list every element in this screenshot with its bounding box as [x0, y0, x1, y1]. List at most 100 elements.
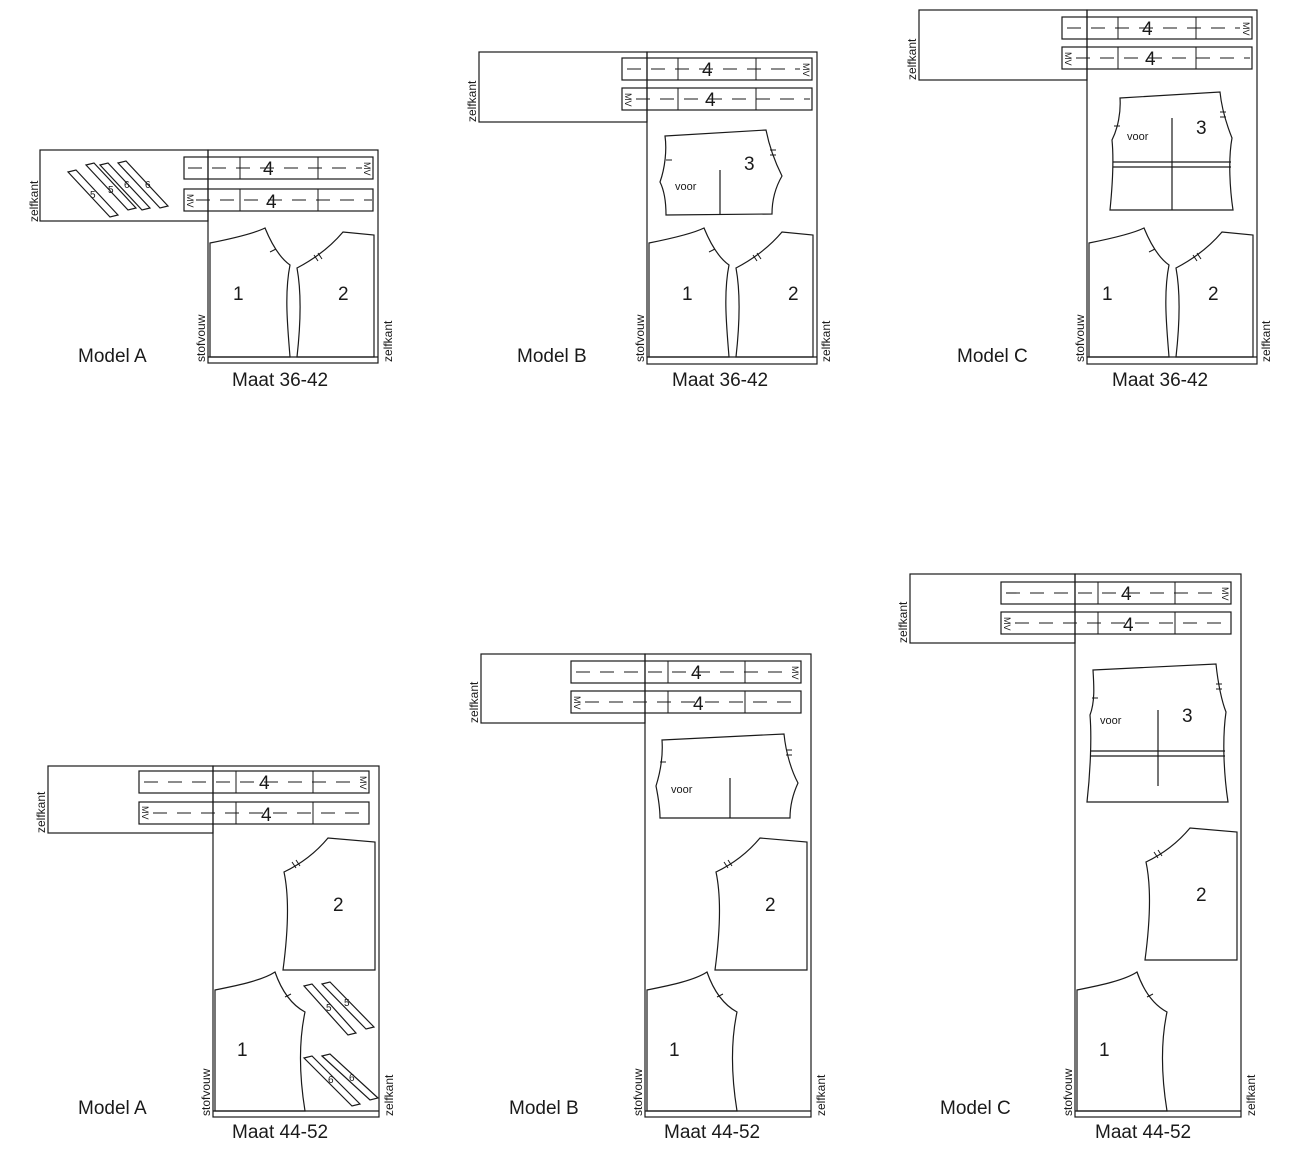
size-label: Maat 36-42 [672, 370, 768, 391]
pattern-piece-2 [296, 231, 375, 358]
fold-label: stofvouw [194, 314, 208, 362]
svg-text:6: 6 [124, 180, 130, 191]
front-label: voor [675, 181, 697, 193]
fabric-extension [478, 51, 648, 123]
fabric-extension [480, 653, 646, 724]
piece-number: 4 [1142, 19, 1153, 40]
waistband-strip [1061, 46, 1253, 70]
piece-number: 2 [765, 895, 776, 916]
piece-number: 4 [1145, 49, 1156, 70]
svg-text:5: 5 [326, 1003, 332, 1014]
piece-number: 2 [333, 895, 344, 916]
fabric-outline [1086, 9, 1258, 365]
waistband-strip [183, 156, 374, 180]
front-label: voor [1127, 131, 1149, 143]
pattern-piece-3 [1109, 91, 1234, 211]
piece-number: 4 [1121, 584, 1132, 605]
size-label: Maat 36-42 [1112, 370, 1208, 391]
layout-model-a-36-42: 4 MV 4 MV 5 5 6 6 1 2 zelfkant stofvouw … [27, 149, 395, 391]
svg-text:5: 5 [90, 190, 96, 201]
svg-text:5: 5 [344, 998, 350, 1009]
piece-number: 4 [263, 159, 274, 180]
fold-label: stofvouw [1061, 1068, 1075, 1116]
mv-mark: MV [572, 696, 582, 710]
fold-label: stofvouw [633, 314, 647, 362]
layout-model-c-36-42: 4 MV 4 MV voor 3 1 2 zelfkant stofvouw z… [905, 9, 1273, 391]
pattern-piece-1 [209, 227, 291, 358]
waistband-strip [138, 801, 370, 825]
model-label: Model A [78, 346, 147, 367]
selvage-label: zelfkant [1244, 1074, 1258, 1116]
mv-mark: MV [1002, 617, 1012, 631]
mv-mark: MV [362, 162, 372, 176]
piece-number: 1 [682, 284, 693, 305]
piece-number: 2 [1208, 284, 1219, 305]
waistband-strip [1000, 581, 1232, 605]
mv-mark: MV [358, 776, 368, 790]
pattern-piece-1 [1076, 971, 1168, 1112]
fabric-outline [212, 765, 380, 1118]
piece-number: 2 [788, 284, 799, 305]
piece-number: 1 [669, 1040, 680, 1061]
fabric-outline [207, 149, 379, 364]
svg-text:6: 6 [349, 1073, 355, 1084]
piece-number: 4 [261, 805, 272, 826]
waistband-strip [1061, 16, 1253, 40]
pattern-piece-3 [659, 129, 783, 216]
layout-model-b-36-42: 4 MV 4 MV voor 3 1 2 zelfkant stofvouw z… [465, 51, 833, 391]
piece-number: 1 [233, 284, 244, 305]
mv-mark: MV [1241, 22, 1251, 36]
selvage-label: zelfkant [27, 180, 41, 222]
pattern-piece-2 [1144, 827, 1238, 961]
mv-mark: MV [140, 806, 150, 820]
svg-text:6: 6 [328, 1075, 334, 1086]
pattern-piece-3 [655, 733, 799, 819]
waistband-strip [570, 660, 802, 684]
front-label: voor [1100, 715, 1122, 727]
waistband-strip [621, 87, 813, 111]
selvage-label: zelfkant [382, 1074, 396, 1116]
piece-number: 2 [1196, 885, 1207, 906]
piece-number: 1 [1099, 1040, 1110, 1061]
selvage-label: zelfkant [814, 1074, 828, 1116]
mv-mark: MV [790, 666, 800, 680]
svg-text:6: 6 [145, 180, 151, 191]
mv-mark: MV [1220, 587, 1230, 601]
fold-label: stofvouw [1073, 314, 1087, 362]
selvage-label: zelfkant [381, 320, 395, 362]
piece-number: 3 [744, 154, 755, 175]
fabric-outline [644, 653, 812, 1118]
model-label: Model C [957, 346, 1028, 367]
piece-number: 2 [338, 284, 349, 305]
pattern-piece-3 [1086, 663, 1229, 803]
bias-strips: 5 5 6 6 [302, 981, 380, 1107]
waistband-strip [183, 188, 374, 212]
mv-mark: MV [623, 93, 633, 107]
size-label: Maat 36-42 [232, 370, 328, 391]
fabric-extension [39, 149, 209, 222]
waistband-strip [1000, 611, 1232, 635]
piece-number: 4 [266, 192, 277, 213]
fabric-outline [1074, 573, 1242, 1118]
piece-number: 4 [691, 663, 702, 684]
size-label: Maat 44-52 [664, 1122, 760, 1143]
mv-mark: MV [801, 63, 811, 77]
selvage-label: zelfkant [465, 80, 479, 122]
pattern-piece-2 [714, 837, 808, 971]
waistband-strip [621, 57, 813, 81]
fabric-extension [909, 573, 1076, 644]
piece-number: 4 [693, 694, 704, 715]
pattern-piece-1 [646, 971, 738, 1112]
pattern-piece-2 [1175, 231, 1254, 358]
mv-mark: MV [185, 194, 195, 208]
fold-label: stofvouw [199, 1068, 213, 1116]
waistband-strip [570, 690, 802, 714]
fold-label: stofvouw [631, 1068, 645, 1116]
fabric-extension [47, 765, 214, 834]
size-label: Maat 44-52 [232, 1122, 328, 1143]
model-label: Model B [517, 346, 587, 367]
model-label: Model C [940, 1098, 1011, 1119]
selvage-label: zelfkant [905, 38, 919, 80]
pattern-piece-1 [1088, 227, 1170, 358]
selvage-label: zelfkant [896, 601, 910, 643]
